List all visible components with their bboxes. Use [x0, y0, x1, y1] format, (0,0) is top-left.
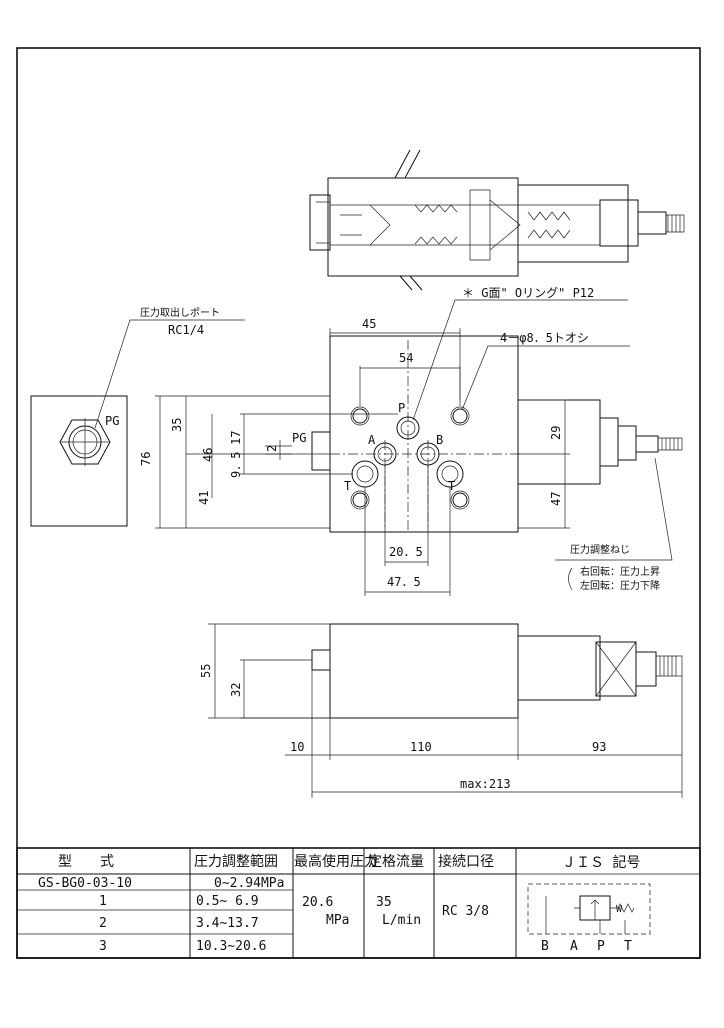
dim-20-5: 20．5 — [389, 545, 423, 559]
header-port: 接続口径 — [438, 853, 494, 870]
dim-45: 45 — [362, 317, 376, 331]
oring-note: ＊ G面" Oリング" P12 — [462, 286, 594, 300]
header-range: 圧力調整範囲 — [194, 853, 278, 870]
left-turn-label: 左回転：圧力下降 — [580, 579, 660, 592]
adjust-screw-label: 圧力調整ねじ — [570, 543, 630, 556]
port-label-pg-front: PG — [292, 431, 306, 445]
spec-table: 型 式 圧力調整範囲 最高使用圧力 定格流量 接続口径 ＪＩＳ 記号 GS-BG… — [16, 847, 701, 959]
jis-port-t: T — [624, 939, 632, 954]
dim-47: 47 — [549, 492, 563, 506]
port-label-a: A — [368, 433, 376, 447]
port-size: RC1/4 — [168, 323, 204, 337]
port-label-b: B — [436, 433, 443, 447]
table-row-range: 0.5~ 6.9 — [196, 894, 259, 909]
side-view: PG 圧力取出しポート RC1/4 — [30, 306, 245, 527]
table-row-model: 1 — [99, 894, 107, 909]
header-model: 型 式 — [58, 854, 114, 870]
dim-17: 17 — [229, 431, 243, 445]
table-row-model: 2 — [99, 916, 107, 931]
dim-2: 2 — [265, 445, 279, 452]
port-label-p: P — [398, 401, 405, 415]
dim-76: 76 — [139, 452, 153, 466]
dim-47-5: 47．5 — [387, 575, 421, 589]
table-row-model: 3 — [99, 939, 107, 954]
table-row-range: 10.3~20.6 — [196, 939, 266, 954]
header-max-pressure: 最高使用圧力 — [294, 853, 378, 870]
dim-93: 93 — [592, 740, 606, 754]
table-row-range: 0~2.94MPa — [214, 876, 284, 891]
table-row-model: GS-BG0-03-10 — [38, 876, 132, 891]
jis-port-a: A — [570, 939, 578, 954]
dim-110: 110 — [410, 740, 432, 754]
port-label-t1: T — [344, 479, 351, 493]
right-turn-label: 右回転：圧力上昇 — [580, 565, 660, 578]
port-label: 圧力取出しポート — [140, 306, 220, 319]
jis-port-p: P — [597, 939, 605, 954]
front-view: 55 32 10 110 93 max:213 — [199, 623, 683, 798]
dim-35: 35 — [170, 418, 184, 432]
sectional-view — [309, 149, 685, 291]
dim-max: max:213 — [460, 777, 511, 791]
plan-view: P A B T T PG ＊ G面" Oリング" P12 4－φ8．5トオシ 圧… — [139, 286, 683, 596]
port-value: RC 3/8 — [442, 904, 489, 919]
port-label-pg-side: PG — [105, 414, 119, 428]
hole-note: 4－φ8．5トオシ — [500, 331, 589, 345]
jis-symbol: W B A P T — [527, 883, 651, 954]
max-pressure-unit: MPa — [326, 913, 349, 928]
dim-29: 29 — [549, 426, 563, 440]
dim-46: 46 — [201, 448, 215, 462]
dim-55: 55 — [199, 664, 213, 678]
jis-spring-label: W — [616, 904, 623, 915]
max-pressure-value: 20.6 — [302, 895, 333, 910]
port-label-t2: T — [448, 479, 455, 493]
dim-9-5: 9．5 — [229, 452, 243, 478]
dim-41: 41 — [197, 491, 211, 505]
table-row-range: 3.4~13.7 — [196, 916, 259, 931]
flow-unit: L/min — [382, 913, 421, 928]
header-flow: 定格流量 — [368, 854, 424, 870]
dim-54: 54 — [399, 351, 413, 365]
header-jis: ＪＩＳ 記号 — [562, 854, 640, 871]
dim-10: 10 — [290, 740, 304, 754]
jis-port-b: B — [541, 939, 549, 954]
dim-32: 32 — [229, 683, 243, 697]
flow-value: 35 — [376, 895, 392, 910]
